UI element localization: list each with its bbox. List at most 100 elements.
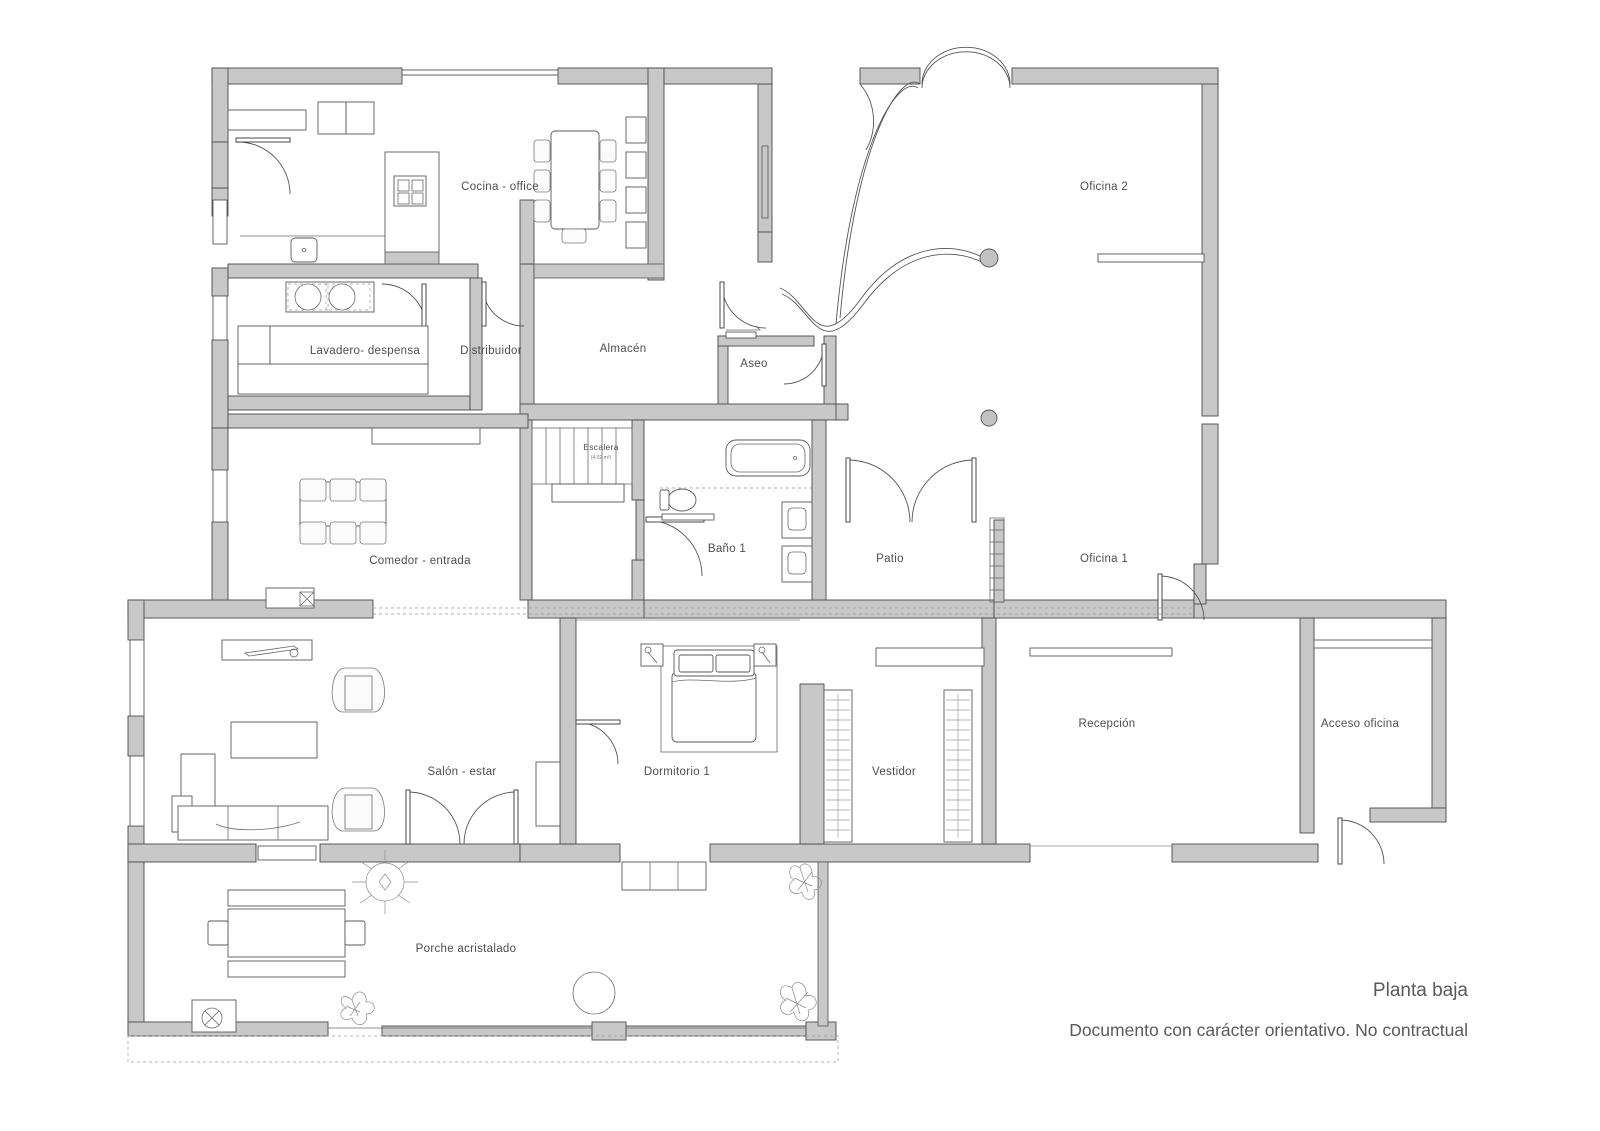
wall-kitchen-east bbox=[647, 67, 665, 269]
door-panel-almacen bbox=[719, 281, 725, 329]
porche-outer-dash bbox=[127, 1035, 839, 1063]
sink-2-cabinet bbox=[781, 545, 813, 583]
chair-k-3 bbox=[533, 199, 551, 223]
partition-curve-oficina2-b bbox=[835, 85, 919, 325]
wall-top-arch-left bbox=[859, 67, 921, 85]
bathroom-counter bbox=[661, 513, 715, 521]
wall-almacen-top bbox=[663, 67, 773, 85]
wall-salon-dormitorio-divider bbox=[559, 617, 577, 845]
salon-sofa-cushion bbox=[215, 821, 301, 831]
lamp-left-stem bbox=[647, 651, 658, 664]
laundry-furniture bbox=[237, 281, 429, 395]
door-swing-kitchen-entry bbox=[237, 141, 291, 195]
wall-dormitorio-bottom-b bbox=[709, 843, 1031, 863]
room-label-recepcion: Recepción bbox=[1078, 718, 1135, 730]
wall-comedor-bottom bbox=[127, 599, 374, 619]
partition-curve-s bbox=[779, 248, 985, 327]
column-marker-top bbox=[979, 248, 999, 268]
porche-chair-right bbox=[344, 920, 366, 946]
door-swing-entry-top bbox=[859, 83, 875, 151]
hob-burner-2 bbox=[411, 179, 424, 192]
door-panel-patio-left bbox=[845, 457, 851, 523]
window-salon-left-2 bbox=[129, 755, 145, 827]
wall-kitchen-laundry-divider bbox=[227, 263, 479, 279]
salon-armchair-2-seat bbox=[344, 794, 373, 830]
console-comedor bbox=[265, 587, 315, 609]
room-label-cocina-office: Cocina - office bbox=[461, 181, 539, 193]
room-label-comedor-entrada: Comedor - entrada bbox=[369, 555, 471, 567]
kitchen-sink bbox=[290, 237, 318, 263]
salon-sofa-body bbox=[177, 805, 329, 841]
column-marker-mid bbox=[980, 409, 998, 427]
console-x-2 bbox=[299, 591, 315, 607]
misc-furniture bbox=[1029, 253, 1433, 657]
wall-oficina1-angle bbox=[1193, 563, 1207, 605]
door-swing-acceso bbox=[1339, 819, 1385, 865]
window-left-1 bbox=[212, 199, 228, 245]
wardrobe-left-hatch bbox=[826, 694, 850, 838]
door-swing-oficina1 bbox=[1159, 575, 1205, 621]
aseo-arrow bbox=[726, 325, 761, 331]
door-panel-aseo bbox=[821, 343, 827, 387]
wall-left-kitchen-return bbox=[211, 141, 229, 189]
wall-dormitorio-bottom-a bbox=[519, 843, 621, 863]
wall-right-top-strip bbox=[1193, 599, 1447, 619]
hob-burner-3 bbox=[397, 192, 410, 205]
wall-almacen-east-low bbox=[757, 231, 773, 263]
wall-mid-spine bbox=[519, 403, 841, 421]
wall-acceso-left bbox=[1299, 617, 1315, 834]
door-swing-distribuidor-cocina bbox=[481, 283, 525, 327]
salon-armchair-1-seat bbox=[344, 675, 373, 711]
windows-layer bbox=[129, 69, 1205, 847]
wall-acceso-bottom bbox=[1369, 807, 1447, 823]
plant-1 bbox=[352, 850, 418, 914]
room-labels-layer: Cocina - office Lavadero- despensa Distr… bbox=[310, 181, 1400, 955]
room-label-oficina-1: Oficina 1 bbox=[1080, 553, 1128, 565]
oficina1-shelf bbox=[1097, 253, 1205, 263]
wall-top-right-horizontal bbox=[1011, 67, 1219, 85]
partition-curve-oficina2 bbox=[839, 81, 921, 319]
wall-kitchen-right bbox=[519, 263, 535, 411]
door-swing-salon-right bbox=[463, 791, 517, 845]
window-salon-left-1 bbox=[129, 639, 145, 717]
partition-curve-s-b bbox=[781, 253, 985, 332]
salon-armchair-2 bbox=[331, 787, 385, 832]
wall-porche-right bbox=[817, 861, 829, 1027]
wall-salon-left-upper bbox=[127, 599, 145, 641]
wall-mid-spine-right bbox=[835, 403, 849, 421]
window-top-kitchen bbox=[401, 69, 559, 76]
door-swing-bano bbox=[645, 519, 703, 577]
wall-left-lower-b bbox=[211, 521, 229, 613]
wall-porche-left bbox=[127, 861, 145, 1031]
room-label-almacen: Almacén bbox=[600, 343, 647, 355]
room-label-acceso-oficina: Acceso oficina bbox=[1321, 718, 1400, 730]
chair-k-5 bbox=[599, 169, 617, 193]
door-swing-laundry bbox=[381, 283, 427, 329]
room-label-vestidor: Vestidor bbox=[872, 766, 916, 778]
toilet-bowl bbox=[667, 488, 697, 512]
door-swing-patio-right bbox=[911, 459, 975, 523]
wall-recepcion-bottom bbox=[1171, 843, 1319, 863]
wall-salon-bottom-b bbox=[319, 843, 521, 863]
door-panel-salon-right bbox=[513, 789, 519, 845]
wall-porche-pillar-mid bbox=[591, 1021, 627, 1041]
kitchen-cabinet-2 bbox=[625, 151, 647, 179]
wall-aseo-top bbox=[717, 335, 815, 347]
salon-furniture bbox=[171, 607, 1194, 861]
chair-k-1 bbox=[533, 139, 551, 163]
porche-chair-left bbox=[207, 920, 229, 946]
chair-k-2 bbox=[533, 169, 551, 193]
lamp-right-stem bbox=[761, 651, 771, 664]
porche-furniture bbox=[127, 850, 839, 1063]
plant-4 bbox=[779, 982, 817, 1022]
kitchen-cabinet-4 bbox=[625, 221, 647, 249]
wall-aseo-left bbox=[717, 335, 729, 409]
room-label-escalera: Escalera bbox=[583, 442, 618, 452]
kitchen-cabinet-3 bbox=[625, 186, 647, 214]
walls-layer bbox=[127, 67, 1447, 1041]
nightstand-left bbox=[640, 643, 664, 667]
nightstand-right bbox=[753, 643, 777, 667]
wall-escalera-left bbox=[519, 419, 533, 601]
wall-top-left-horizontal bbox=[211, 67, 403, 85]
